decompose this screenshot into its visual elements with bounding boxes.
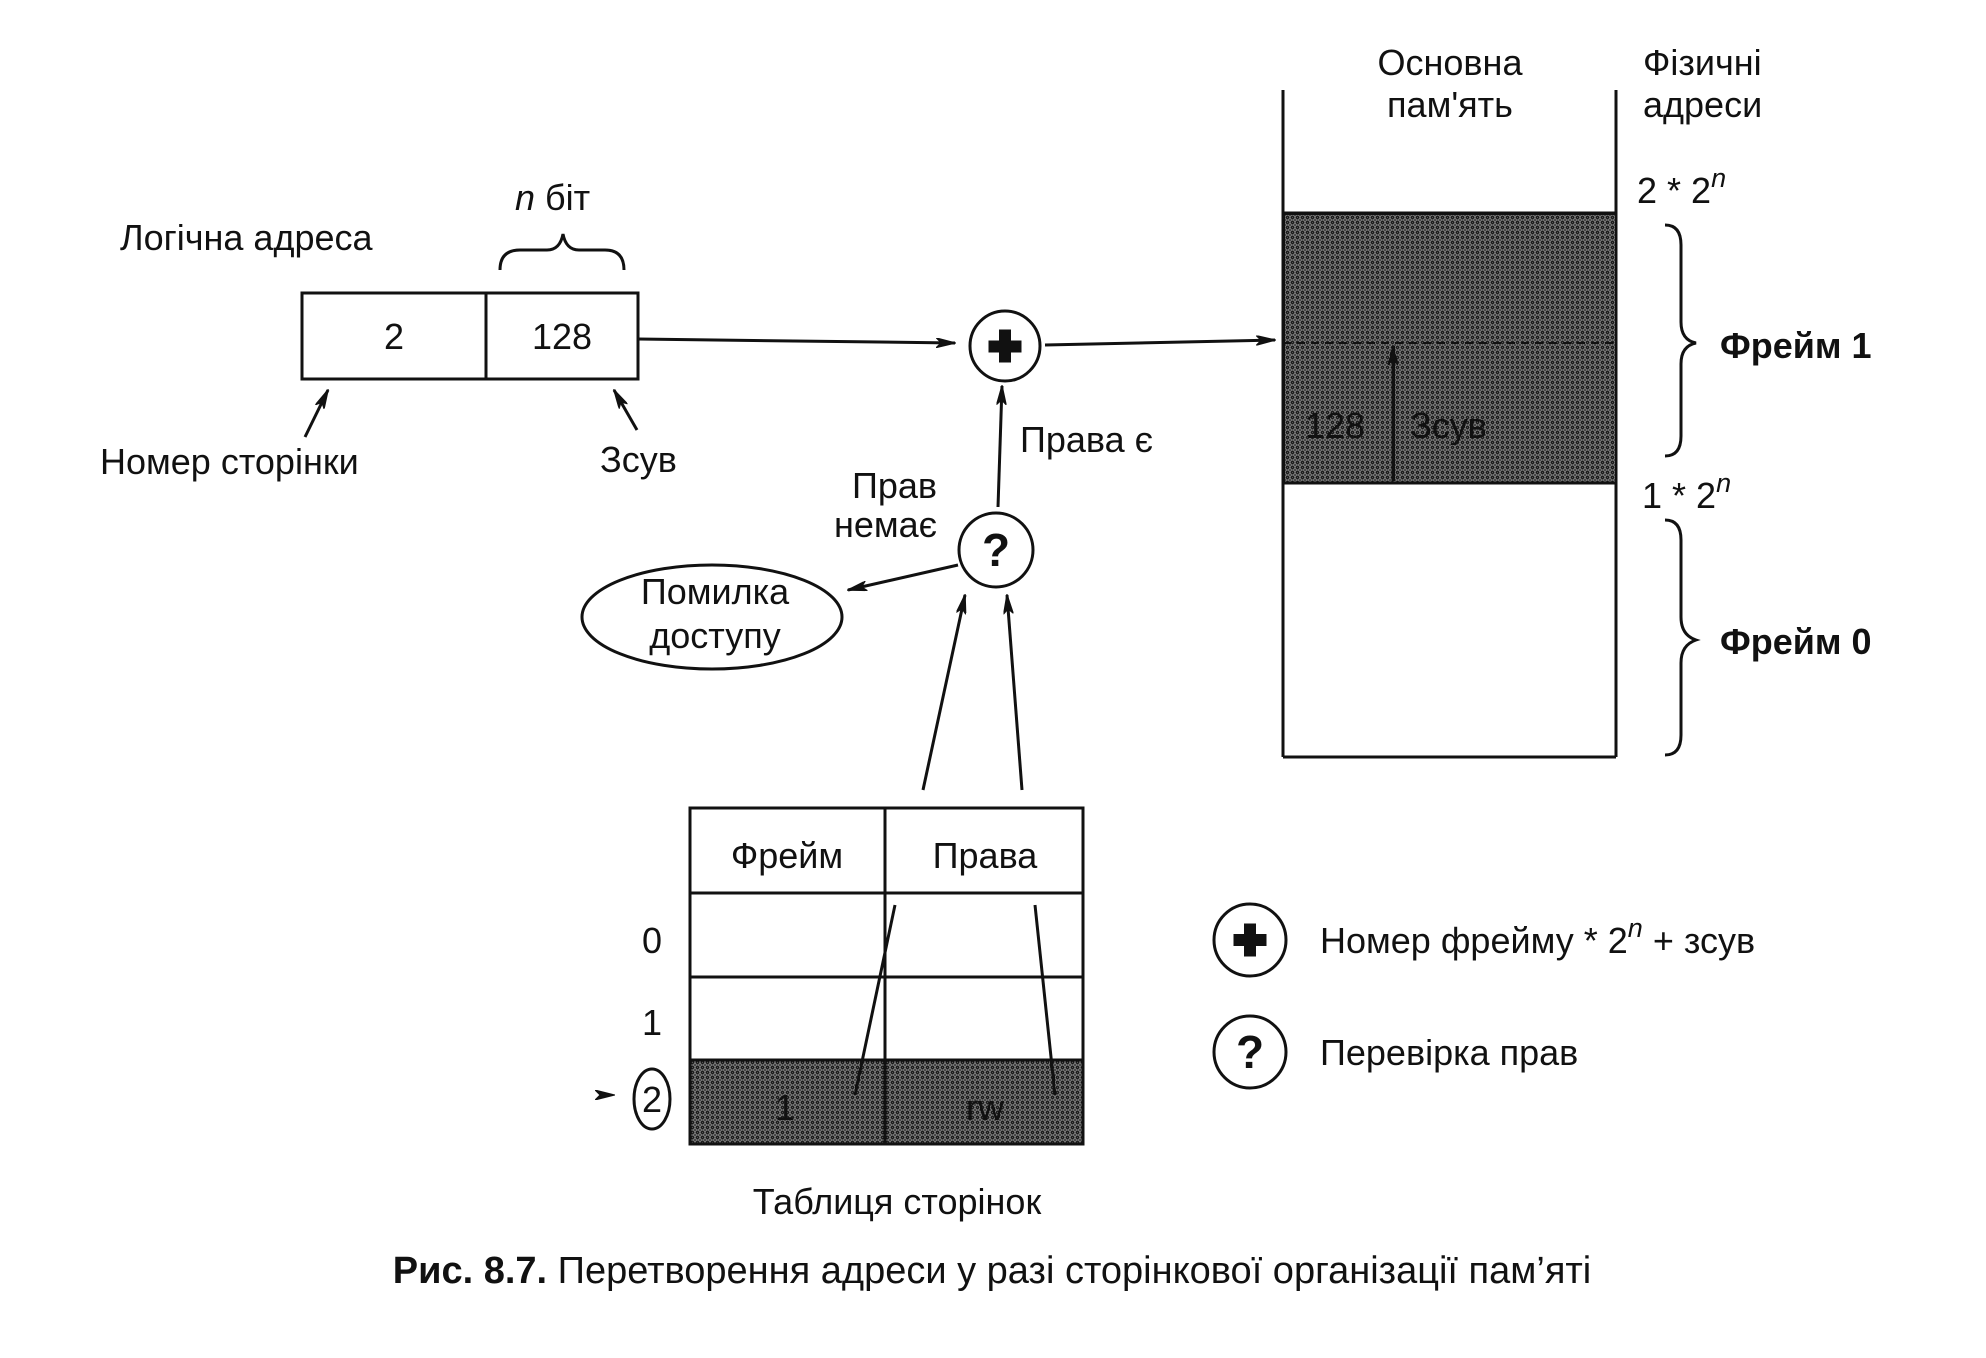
inner-offset-value: 128: [1305, 405, 1365, 446]
frame-1-label: Фрейм 1: [1720, 325, 1872, 366]
page-table-row-2-rights: rw: [966, 1087, 1005, 1128]
rights-check-circle: [957, 511, 1035, 589]
offset-pointer: [612, 390, 639, 431]
phys-addr-header-1: Фізичні: [1643, 42, 1762, 83]
access-error-line-2: доступу: [649, 615, 780, 656]
page-table: Фрейм Права 1 rw: [688, 806, 1085, 1146]
offset-box: [484, 291, 640, 381]
addr-1x2n-exp: n: [1716, 468, 1731, 498]
page-number-pointer: [303, 390, 330, 438]
bits-word: біт: [545, 177, 590, 218]
frame-0-label: Фрейм 0: [1720, 621, 1872, 662]
page-table-index-2: 2: [642, 1079, 662, 1120]
plus-icon: [988, 329, 1022, 363]
legend-plus-text-a: Номер фрейму * 2: [1320, 920, 1628, 961]
rights-yes-label: Права є: [1020, 419, 1153, 460]
page-number-label: Номер сторінки: [100, 441, 359, 482]
rights-ok-arrow: [998, 386, 1002, 508]
legend-question-circle: [1212, 1014, 1288, 1090]
legend-question-text: Перевірка прав: [1320, 1032, 1578, 1073]
frame-cell-leader: [853, 904, 897, 1096]
legend-plus-text-exp: n: [1628, 913, 1643, 943]
offset-label: Зсув: [600, 439, 677, 480]
bits-brace: [498, 233, 626, 271]
page-table-row-2-frame: 1: [775, 1087, 795, 1128]
rights-error-arrow: [848, 563, 959, 592]
memory-header-2: пам'ять: [1387, 84, 1513, 125]
rights-no-label-2: немає: [834, 504, 937, 545]
addr-2x2n-exp: n: [1711, 163, 1726, 193]
rights-cell-leader: [1033, 904, 1057, 1096]
page-table-index-0: 0: [642, 920, 662, 961]
figure-caption-prefix: Рис. 8.7.: [393, 1250, 547, 1292]
legend-plus-text-b: + зсув: [1643, 920, 1755, 961]
page-number-value: 2: [384, 316, 404, 357]
frame-0-brace: [1664, 518, 1701, 757]
offset-to-adder-arrow: [637, 337, 955, 343]
inner-offset-label: Зсув: [1410, 405, 1487, 446]
bits-n: n: [515, 177, 535, 218]
access-error-line-1: Помилка: [641, 571, 790, 612]
addr-1x2n: 1 * 2n: [1642, 468, 1731, 516]
addr-2x2n: 2 * 2n: [1637, 163, 1726, 211]
page-table-col-rights: Права: [933, 835, 1039, 876]
rights-no-label-1: Прав: [852, 465, 937, 506]
page-table-col-frame: Фрейм: [731, 835, 843, 876]
access-error-ellipse: [580, 563, 844, 671]
offset-value: 128: [532, 316, 592, 357]
legend-plus-icon: [1233, 923, 1267, 957]
logical-address-title: Логічна адреса: [120, 217, 374, 258]
page-number-box: [300, 291, 488, 381]
legend-plus-text: Номер фрейму * 2n + зсув: [1320, 913, 1755, 961]
memory-header-1: Основна: [1378, 42, 1524, 83]
phys-addr-header-2: адреси: [1643, 84, 1762, 125]
figure-caption-text: Перетворення адреси у разі сторінкової о…: [547, 1250, 1591, 1292]
page-number-to-table-arrow: [435, 379, 614, 1095]
addr-1x2n-base: 1 * 2: [1642, 475, 1716, 516]
page-table-index-2-circle: [632, 1067, 672, 1131]
figure-caption: Рис. 8.7. Перетворення адреси у разі сто…: [393, 1250, 1592, 1292]
page-table-title: Таблиця сторінок: [753, 1181, 1042, 1222]
frame-1-brace: [1664, 223, 1697, 458]
adder-to-memory-arrow: [1044, 340, 1275, 347]
main-memory: 128 Зсув: [1281, 90, 1618, 759]
table-to-check-arrow-1: [921, 595, 967, 791]
question-icon: ?: [982, 524, 1010, 576]
table-to-check-arrow-2: [1007, 595, 1024, 791]
addr-2x2n-base: 2 * 2: [1637, 170, 1711, 211]
legend-question-icon: ?: [1236, 1026, 1264, 1078]
page-table-index-1: 1: [642, 1002, 662, 1043]
